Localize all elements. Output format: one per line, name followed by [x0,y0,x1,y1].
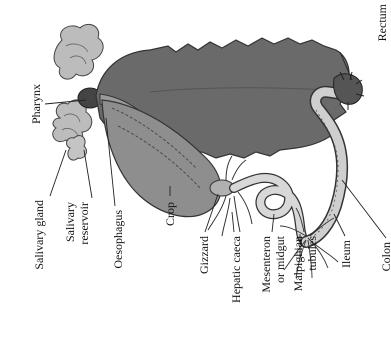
label-mesenteron-line2: or midgut [273,235,287,283]
label-pharynx: Pharynx [29,84,43,124]
label-salivary-reservoir-line1: Salivary [63,202,77,242]
label-malpighian-line1: Malpighian [291,236,305,291]
mesenteron-midgut [234,178,306,242]
label-malpighian-line2: tubules [305,236,319,271]
label-ileum: Ileum [339,239,353,268]
label-hepatic-caeca: Hepatic caeca [229,235,243,303]
label-salivary-gland: Salivary gland [32,200,46,270]
label-oesophagus: Oesophagus [111,210,125,269]
label-crop: Crop [163,202,177,226]
label-gizzard: Gizzard [197,236,211,274]
label-colon: Colon [379,242,391,271]
label-mesenteron-line1: Mesenteron [259,236,273,293]
label-salivary-reservoir-line2: reservoir [77,202,91,245]
label-rectum: Rectum [375,3,389,41]
